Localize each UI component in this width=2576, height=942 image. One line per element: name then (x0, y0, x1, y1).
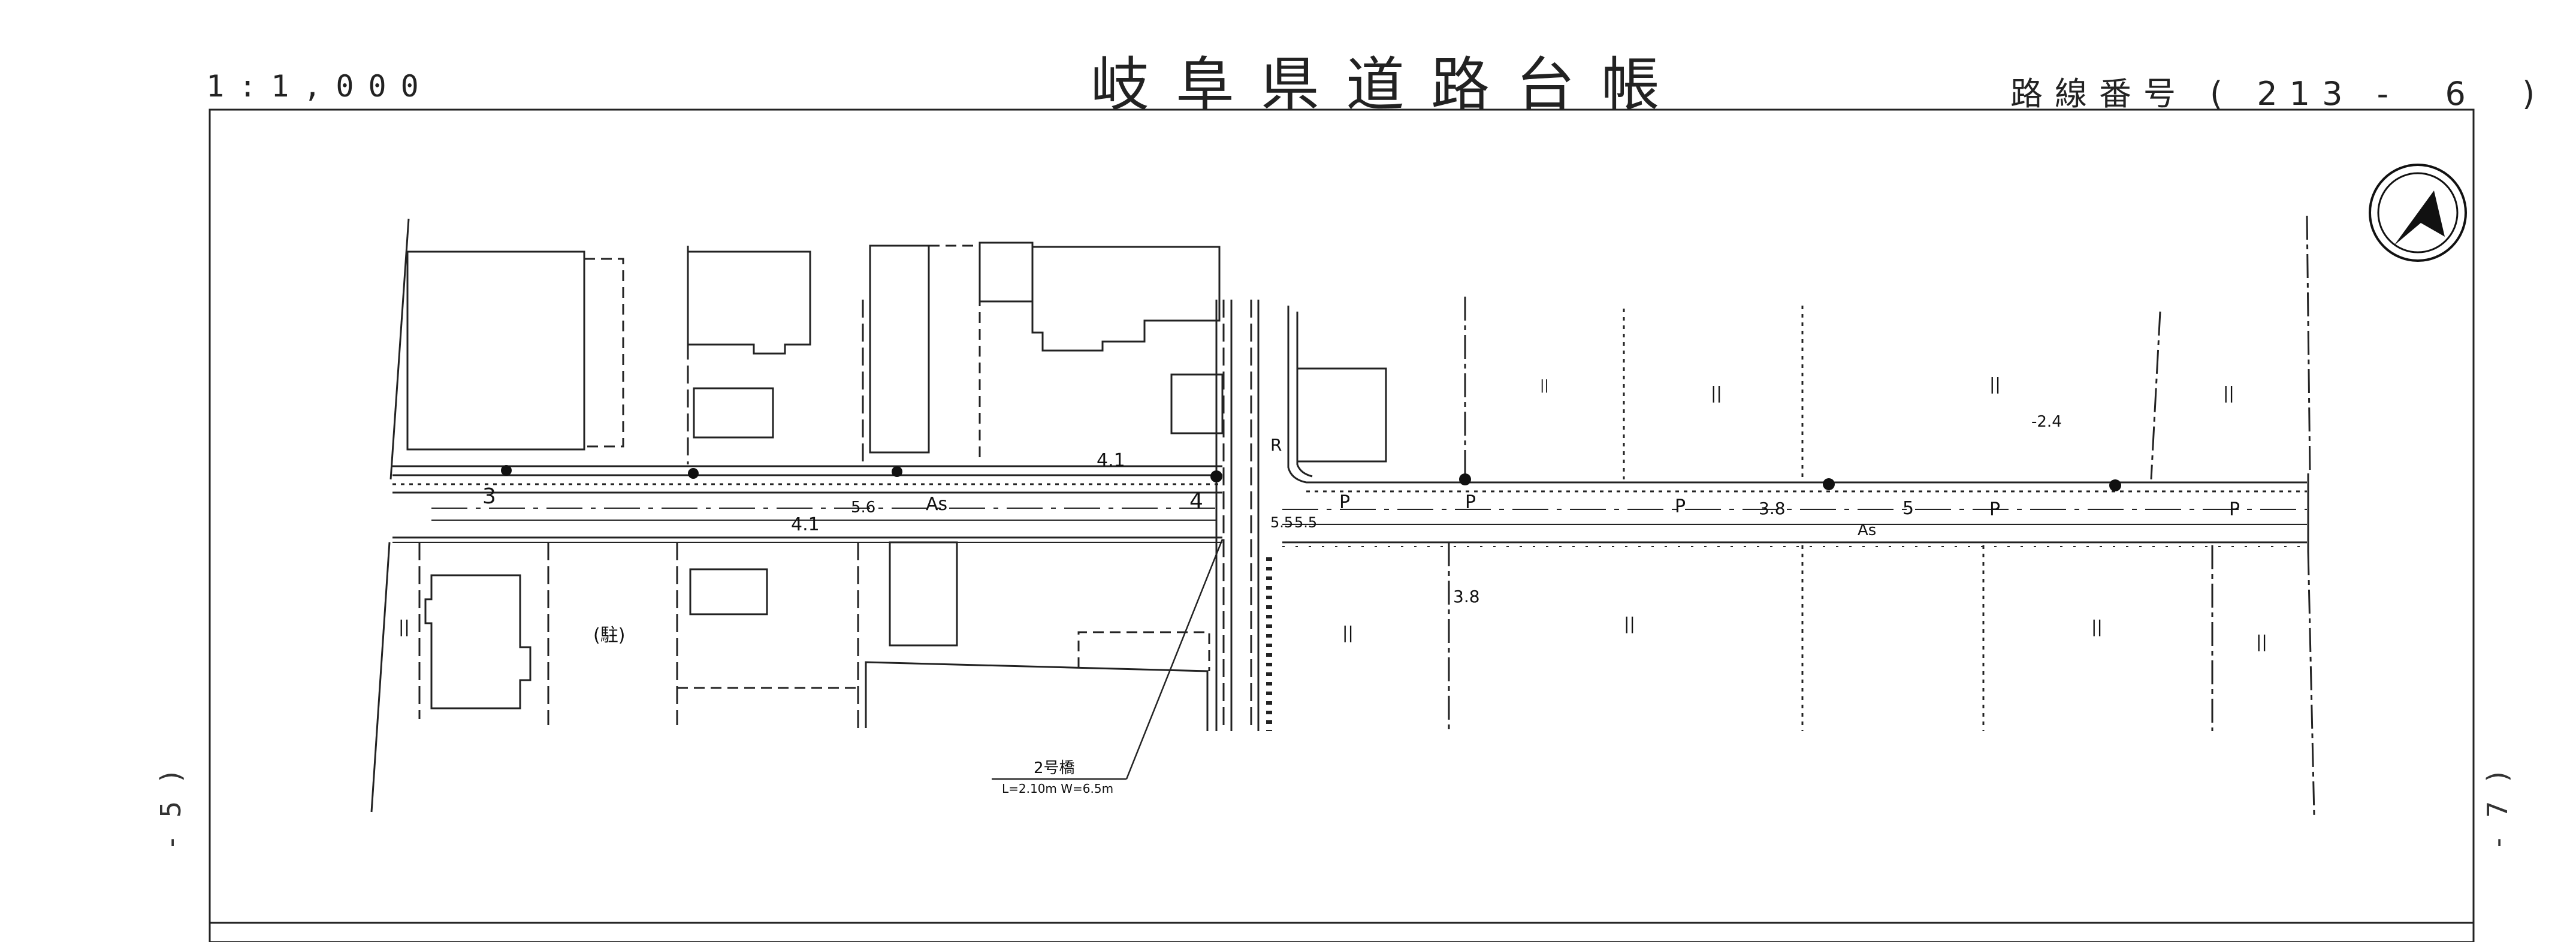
road-east (1282, 306, 2309, 551)
pole-label-1: P (1339, 492, 1350, 513)
width-label-4: 4 (1189, 489, 1203, 514)
utility-poles (501, 465, 2121, 491)
land-use-7: || (2256, 632, 2267, 651)
land-use-8: || (1711, 383, 1722, 403)
land-use-9: || (1540, 378, 1549, 393)
pole-label-2: P (1465, 492, 1476, 513)
bridge-spec: L=2.10m W=6.5m (1002, 781, 1113, 796)
land-use-5: || (1624, 614, 1635, 633)
route-number: 路線番号 ( 213 - 6 ) (2010, 67, 2547, 114)
buildings-south (370, 541, 2315, 816)
land-use-2: || (2223, 383, 2234, 403)
land-use-6: || (2091, 617, 2103, 636)
north-arrow-icon (2369, 164, 2467, 262)
buildings-north-east (1296, 215, 2311, 482)
land-use-3: || (398, 617, 410, 636)
width-label-3: 3 (482, 484, 496, 509)
width-label-11: 5.5 (1294, 514, 1317, 531)
bridge-name: 2号橋 (1034, 759, 1075, 777)
width-label-6: 3.8 (1759, 499, 1786, 518)
width-label-12: R (1270, 435, 1282, 455)
as-label-east: As (1858, 521, 1876, 539)
parking-label: (駐) (593, 625, 625, 646)
cross-street (1215, 300, 1272, 731)
width-label-2: 4.1 (791, 514, 820, 535)
width-label-7: 3.8 (1453, 587, 1480, 606)
pole-label-5: P (2229, 499, 2240, 520)
width-label-5: 5.6 (851, 499, 875, 517)
width-label-1: 4.1 (1097, 450, 1125, 471)
map-frame (209, 108, 2475, 942)
page-title: 岐阜県道路台帳 (1091, 51, 1687, 119)
as-label-west: As (926, 494, 947, 515)
width-label-10: 5.5 (1270, 514, 1293, 531)
land-use-1: || (1989, 374, 2001, 394)
route-label: 路線番号 (2010, 75, 2188, 113)
pole-label-4: P (1989, 499, 2000, 520)
road-west (392, 465, 1222, 543)
buildings-north-west (389, 218, 1224, 480)
bridge-leader (992, 539, 1224, 780)
land-use-4: || (1342, 623, 1354, 642)
width-label-8: 5 (1902, 498, 1914, 519)
width-label-9: -2.4 (2031, 413, 2062, 431)
map-scale: 1:1,000 (206, 69, 433, 104)
route-value: ( 213 - 6 ) (2210, 75, 2547, 113)
pole-label-3: P (1675, 496, 1686, 517)
